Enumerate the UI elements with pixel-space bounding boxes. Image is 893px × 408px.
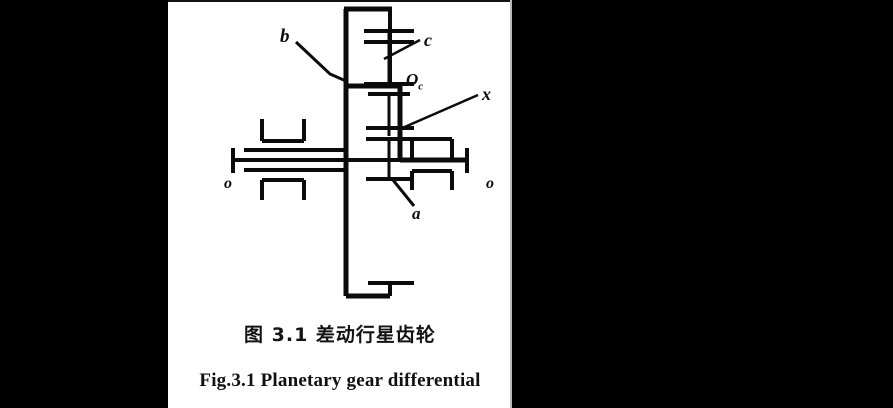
label-o-c: Oc bbox=[406, 71, 423, 92]
figure-diagram: b c Oc x a o o bbox=[168, 0, 512, 310]
scan-right-edge bbox=[510, 0, 512, 408]
gear-schematic-drawing bbox=[231, 6, 479, 299]
label-o-c-subscript: c bbox=[418, 80, 424, 93]
label-b: b bbox=[280, 26, 290, 47]
figure-caption-block: 图 3.1 差动行星齿轮 Fig.3.1 Planetary gear diff… bbox=[168, 312, 512, 392]
scan-top-edge bbox=[168, 0, 512, 2]
label-o-left: o bbox=[224, 175, 232, 192]
label-a: a bbox=[412, 204, 421, 223]
leader-line-a bbox=[391, 179, 416, 207]
label-o-c-base: O bbox=[406, 70, 419, 89]
figure-caption-english: Fig.3.1 Planetary gear differential bbox=[199, 370, 481, 391]
label-x: x bbox=[482, 84, 491, 104]
leader-line-x bbox=[399, 93, 479, 131]
scanned-book-page: b c Oc x a o o 图 3.1 差动行星齿轮 Fig.3.1 Plan… bbox=[168, 0, 512, 408]
label-c: c bbox=[424, 30, 432, 50]
leader-line-c bbox=[383, 38, 421, 61]
label-o-right: o bbox=[486, 175, 494, 192]
leader-line-b bbox=[294, 40, 347, 83]
figure-caption-chinese: 图 3.1 差动行星齿轮 bbox=[244, 324, 436, 346]
